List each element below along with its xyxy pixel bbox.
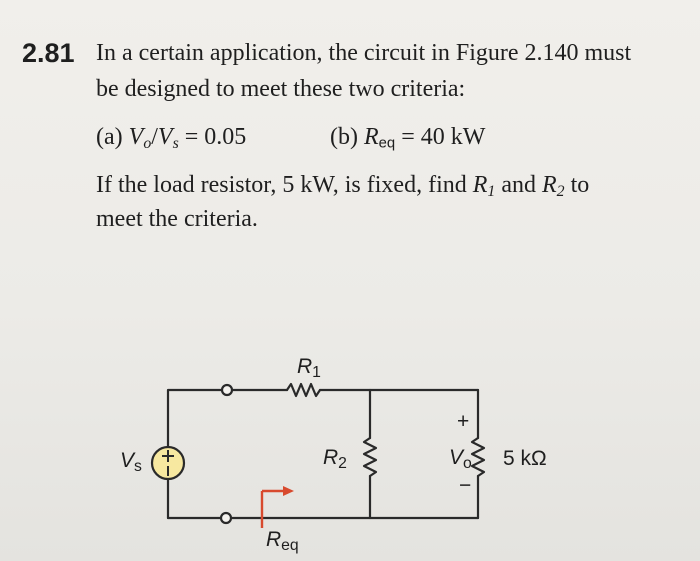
vs-label-sub: s xyxy=(134,457,142,475)
top-terminal xyxy=(220,383,234,397)
problem-line-5: meet the criteria. xyxy=(96,206,258,232)
r1-label-letter: R xyxy=(297,355,313,378)
req-label-sub: eq xyxy=(281,536,299,554)
req-label-letter: R xyxy=(266,528,282,551)
r2-sub: 2 xyxy=(556,182,565,200)
bottom-terminal xyxy=(219,511,233,525)
r2-label: R2 xyxy=(323,446,347,473)
vo-plus-sign: + xyxy=(457,410,470,433)
r1-resistor xyxy=(285,382,322,398)
req-letter: R xyxy=(363,124,379,150)
r1-label-sub: 1 xyxy=(312,363,321,381)
load-resistor xyxy=(470,436,486,478)
left-top-wire xyxy=(166,388,224,449)
line4-text-a: If the load resistor, 5 kW, is fixed, fi… xyxy=(96,172,473,198)
r2-symbol: R2 xyxy=(542,172,565,200)
req-label: Req xyxy=(266,528,299,555)
ratio-slash: / xyxy=(151,124,158,150)
criterion-a-label: (a) xyxy=(96,124,123,150)
r2-label-sub: 2 xyxy=(338,454,347,472)
problem-line-1: In a certain application, the circuit in… xyxy=(96,40,632,66)
criterion-b: (b) Req = 40 kW xyxy=(330,124,485,152)
vo-minus-sign: − xyxy=(459,474,472,497)
r1-sub: 1 xyxy=(487,182,496,200)
voltage-source xyxy=(150,445,186,481)
problem-number: 2.81 xyxy=(22,38,75,68)
vs-symbol: Vs xyxy=(157,124,179,152)
criterion-a: (a) Vo/Vs = 0.05 xyxy=(96,124,246,153)
vs-sub: s xyxy=(172,134,179,152)
r2-label-letter: R xyxy=(323,446,339,469)
criterion-a-rhs: = 0.05 xyxy=(184,124,247,150)
vo-sub: o xyxy=(143,134,152,152)
req-arrow-head xyxy=(283,486,294,496)
vs-label: Vs xyxy=(120,449,142,476)
r2-letter: R xyxy=(542,172,557,198)
load-resistor-label: 5 kΩ xyxy=(503,447,547,470)
vs-letter: V xyxy=(157,124,173,150)
vs-label-letter: V xyxy=(120,449,135,472)
r1-letter: R xyxy=(472,172,488,198)
r2-resistor xyxy=(362,436,378,478)
vo-label-sub: o xyxy=(463,454,472,472)
problem-line-2: be designed to meet these two criteria: xyxy=(96,76,466,102)
r1-symbol: R1 xyxy=(472,172,496,200)
problem-line-4: If the load resistor, 5 kW, is fixed, fi… xyxy=(96,172,589,201)
criterion-b-label: (b) xyxy=(330,124,358,150)
vo-label: Vo xyxy=(449,446,472,473)
criterion-b-rhs: = 40 kW xyxy=(401,124,486,150)
req-symbol: Req xyxy=(363,124,396,152)
vo-symbol: Vo xyxy=(128,124,152,152)
req-sub: eq xyxy=(378,135,396,152)
r1-label: R1 xyxy=(297,355,321,382)
line4-text-b: to xyxy=(564,172,590,198)
line4-and: and xyxy=(495,172,542,198)
vo-letter: V xyxy=(128,124,144,150)
vo-label-letter: V xyxy=(449,446,464,469)
